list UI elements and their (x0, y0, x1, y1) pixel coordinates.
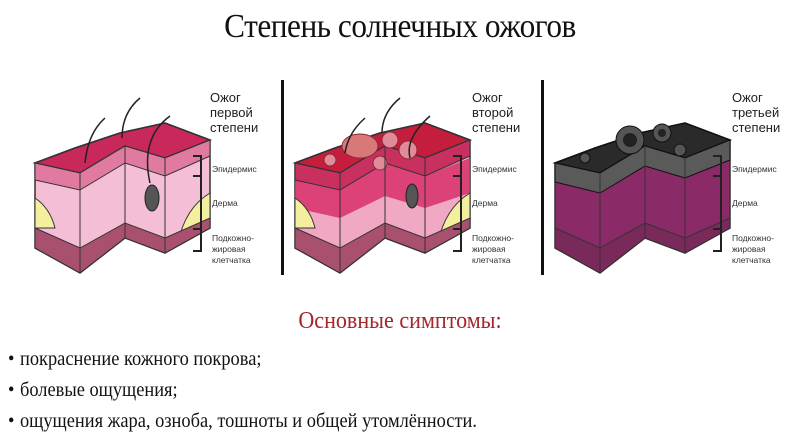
epidermis-label: Эпидермис (212, 164, 257, 174)
subcutaneous-bracket (713, 228, 722, 252)
epidermis-bracket (193, 155, 202, 177)
subcutaneous-bracket (453, 228, 462, 252)
epidermis-bracket (713, 155, 722, 177)
page-title: Степень солнечных ожогов (224, 8, 576, 45)
dermis-bracket (713, 173, 722, 230)
epidermis-label: Эпидермис (732, 164, 777, 174)
epidermis-label: Эпидермис (472, 164, 517, 174)
second-degree-skin-diagram (292, 97, 473, 274)
third-degree-skin-diagram (552, 122, 733, 274)
subcutaneous-bracket (193, 228, 202, 252)
symptom-item: болевые ощущения; (8, 375, 477, 406)
dermis-label: Дерма (212, 198, 238, 208)
symptoms-title: Основные симптомы: (298, 308, 502, 334)
symptom-item: покраснение кожного покрова; (8, 344, 477, 375)
panel-divider (281, 80, 284, 275)
dermis-label: Дерма (472, 198, 498, 208)
symptom-item: ощущения жара, озноба, тошноты и общей у… (8, 406, 477, 437)
dermis-bracket (193, 173, 202, 230)
dermis-bracket (453, 173, 462, 230)
symptoms-list: покраснение кожного покрова; болевые ощу… (8, 344, 518, 437)
epidermis-bracket (453, 155, 462, 177)
panel-divider (541, 80, 544, 275)
first-degree-skin-diagram (32, 97, 213, 274)
dermis-label: Дерма (732, 198, 758, 208)
